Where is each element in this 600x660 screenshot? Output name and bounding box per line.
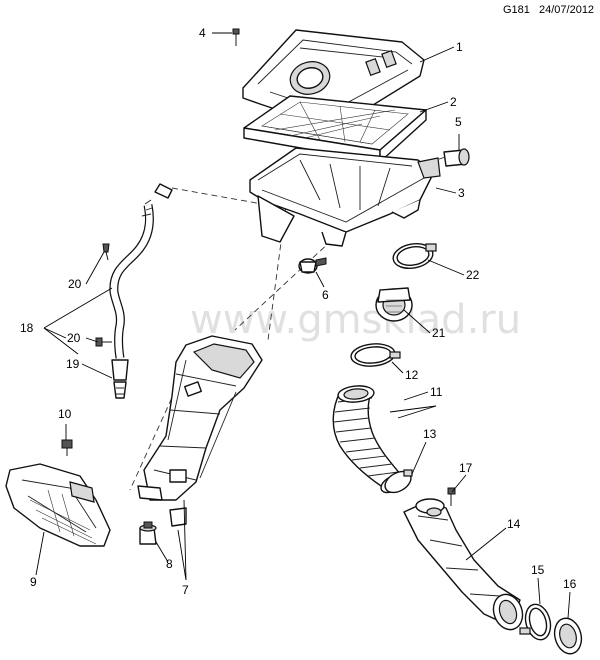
callout-11: 11	[430, 385, 443, 399]
callout-17: 17	[459, 461, 473, 475]
outlet-duct	[403, 498, 524, 631]
callout-6: 6	[322, 288, 329, 302]
hose-clamp-22	[392, 242, 437, 270]
grommet-6	[298, 257, 327, 274]
hose-clamp-15	[519, 603, 552, 641]
callout-4: 4	[199, 26, 206, 40]
callout-21: 21	[432, 326, 446, 340]
callout-22: 22	[466, 268, 480, 282]
callout-5: 5	[455, 115, 462, 129]
callout-14: 14	[507, 517, 521, 531]
callout-19: 19	[66, 357, 80, 371]
stud-10	[61, 439, 73, 456]
breather-hose-assembly	[95, 183, 173, 399]
callout-2: 2	[450, 95, 457, 109]
screw-4	[232, 28, 240, 46]
callout-18: 18	[20, 321, 34, 335]
leader-lines	[35, 32, 571, 619]
watermark: www.gmsklad.ru	[190, 297, 521, 343]
callout-20-upper: 20	[68, 277, 82, 291]
screw-17	[447, 487, 456, 506]
callout-9: 9	[30, 575, 37, 589]
air-cleaner-housing	[249, 147, 441, 247]
callout-8: 8	[166, 557, 173, 571]
callout-12: 12	[405, 368, 419, 382]
callout-16: 16	[563, 577, 577, 591]
callout-3: 3	[458, 186, 465, 200]
callout-10: 10	[58, 407, 72, 421]
air-intake-duct	[137, 335, 263, 527]
resonator	[5, 463, 111, 547]
callout-20-lower: 20	[67, 331, 81, 345]
hose-clamp-12	[350, 343, 401, 367]
callout-1: 1	[456, 40, 463, 54]
grommet-8	[139, 521, 157, 545]
hose-clamp-13	[384, 469, 413, 494]
callout-15: 15	[531, 563, 545, 577]
callout-labels: 1 2 3 4 5 6 7 8 9 10 11 12 13 14 15 16 1…	[20, 26, 577, 597]
diagram-date: 24/07/2012	[539, 4, 594, 16]
air-flow-meter	[375, 287, 413, 322]
grommet-5	[443, 148, 470, 167]
diagram-code: G181	[503, 4, 530, 16]
callout-13: 13	[423, 427, 437, 441]
seal-ring	[553, 617, 583, 655]
callout-7: 7	[182, 583, 189, 597]
